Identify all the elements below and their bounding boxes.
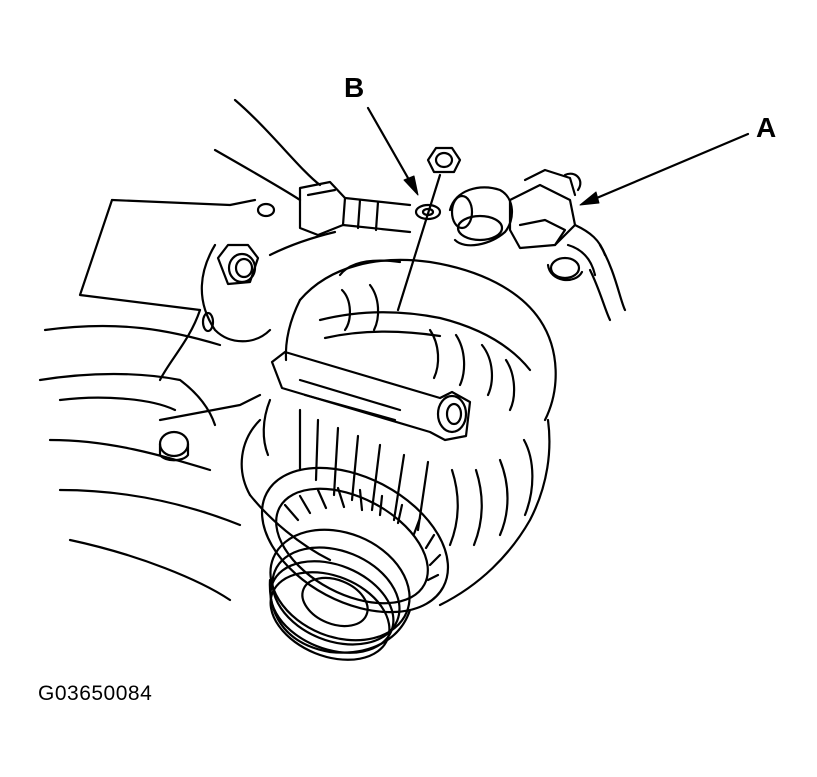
terminal-b bbox=[396, 173, 442, 312]
arrow-a-head bbox=[579, 191, 600, 206]
arrow-b bbox=[366, 106, 414, 187]
battery-cable-connector bbox=[448, 168, 627, 322]
lower-bolt bbox=[158, 430, 190, 462]
figure-id: G03650084 bbox=[38, 682, 153, 705]
arrow-a bbox=[590, 132, 750, 202]
arrow-b-head bbox=[403, 175, 419, 196]
alternator-body bbox=[240, 258, 557, 607]
callout-label-b: B bbox=[344, 72, 365, 103]
wire-harness-sleeve bbox=[298, 180, 412, 237]
alternator-pulley bbox=[260, 466, 450, 661]
callout-label-a: A bbox=[756, 112, 777, 143]
bracket-bolt bbox=[216, 230, 337, 286]
engine-bracket bbox=[38, 98, 322, 602]
leader-arrows bbox=[366, 106, 750, 206]
terminal-nut bbox=[426, 146, 462, 174]
